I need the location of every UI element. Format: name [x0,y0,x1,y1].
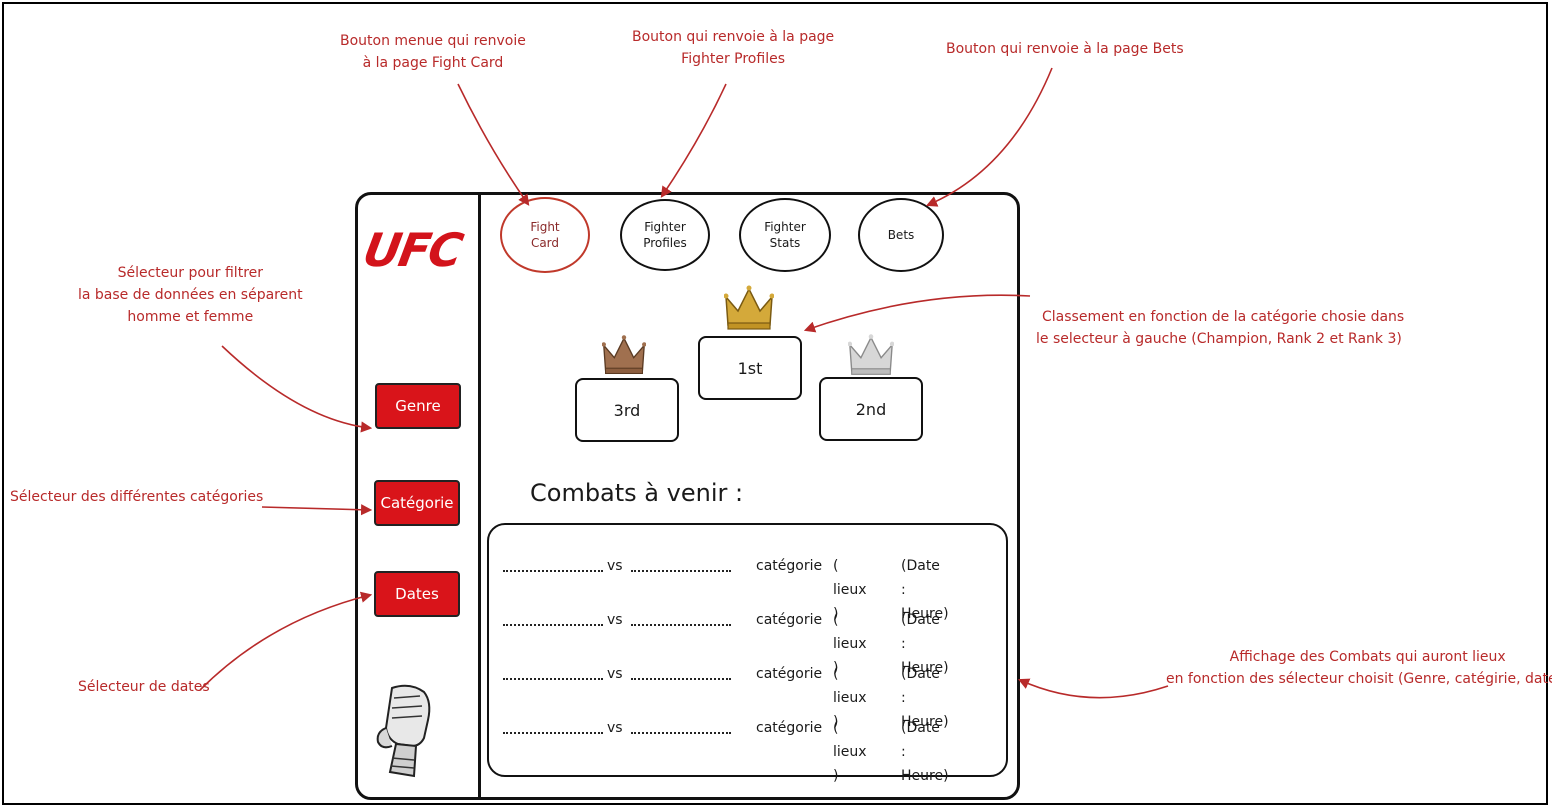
upcoming-fights-title: Combats à venir : [530,479,744,507]
vs-label: vs [607,612,623,628]
fighter-profiles-nav-button[interactable]: Fighter Profiles [620,199,710,271]
fight-category: catégorie [756,612,823,628]
fight-date: (Date : Heure) [901,666,949,730]
fighter-placeholder [503,718,603,734]
fighter-placeholder [631,664,731,680]
fight-category: catégorie [756,666,823,682]
fighter-placeholder [503,556,603,572]
nav-label: Profiles [643,236,687,250]
fighter-placeholder [631,718,731,734]
ufc-logo: UFC [359,223,466,277]
bets-nav-button[interactable]: Bets [858,198,944,272]
dates-button[interactable]: Dates [374,571,460,617]
fight-location: ( lieux ) [833,558,867,622]
nav-label: Fight [530,220,560,234]
dates-annotation: Sélecteur de dates [78,679,210,695]
fight-card-nav-button[interactable]: Fight Card [500,197,590,273]
ranking-annotation: Classement en fonction de la catégorie c… [1036,309,1405,347]
fight-date: (Date : Heure) [901,558,949,622]
fight-location: ( lieux ) [833,666,867,730]
vs-label: vs [607,558,623,574]
fight-category: catégorie [756,558,823,574]
fight-category: catégorie [756,720,823,736]
fighter-placeholder [631,610,731,626]
sidebar-divider [478,194,481,798]
genre-annotation: Sélecteur pour filtrer la base de donnée… [78,265,303,325]
fighter-stats-nav-button[interactable]: Fighter Stats [739,198,831,272]
fight-date: (Date : Heure) [901,612,949,676]
nav-label: Card [530,236,560,250]
fights-list-box [487,523,1008,777]
fighter-placeholder [503,664,603,680]
fight-location: ( lieux ) [833,612,867,676]
silver-crown-icon [848,334,894,375]
fight-date: (Date : Heure) [901,720,949,784]
podium-first: 1st [698,336,802,400]
bronze-crown-icon [602,335,646,375]
fight-card-annotation: Bouton menue qui renvoie à la page Fight… [340,33,526,71]
nav-label: Fighter [764,220,806,234]
fighter-placeholder [503,610,603,626]
fighter-placeholder [631,556,731,572]
podium-second: 2nd [819,377,923,441]
vs-label: vs [607,666,623,682]
genre-button[interactable]: Genre [375,383,461,429]
bets-annotation: Bouton qui renvoie à la page Bets [946,41,1184,57]
nav-label: Stats [769,236,801,250]
fight-location: ( lieux ) [833,720,867,784]
gold-crown-icon [724,285,774,330]
categorie-annotation: Sélecteur des différentes catégories [10,489,264,505]
nav-label: Fighter [644,220,686,234]
mockup-window [355,192,1020,800]
vs-label: vs [607,720,623,736]
categorie-button[interactable]: Catégorie [374,480,460,526]
fighter-profiles-annotation: Bouton qui renvoie à la page Fighter Pro… [632,29,835,67]
fights-annotation: Affichage des Combats qui auront lieux e… [1166,649,1552,687]
mma-glove-icon [376,684,431,778]
podium-third: 3rd [575,378,679,442]
nav-label: Bets [887,228,915,242]
